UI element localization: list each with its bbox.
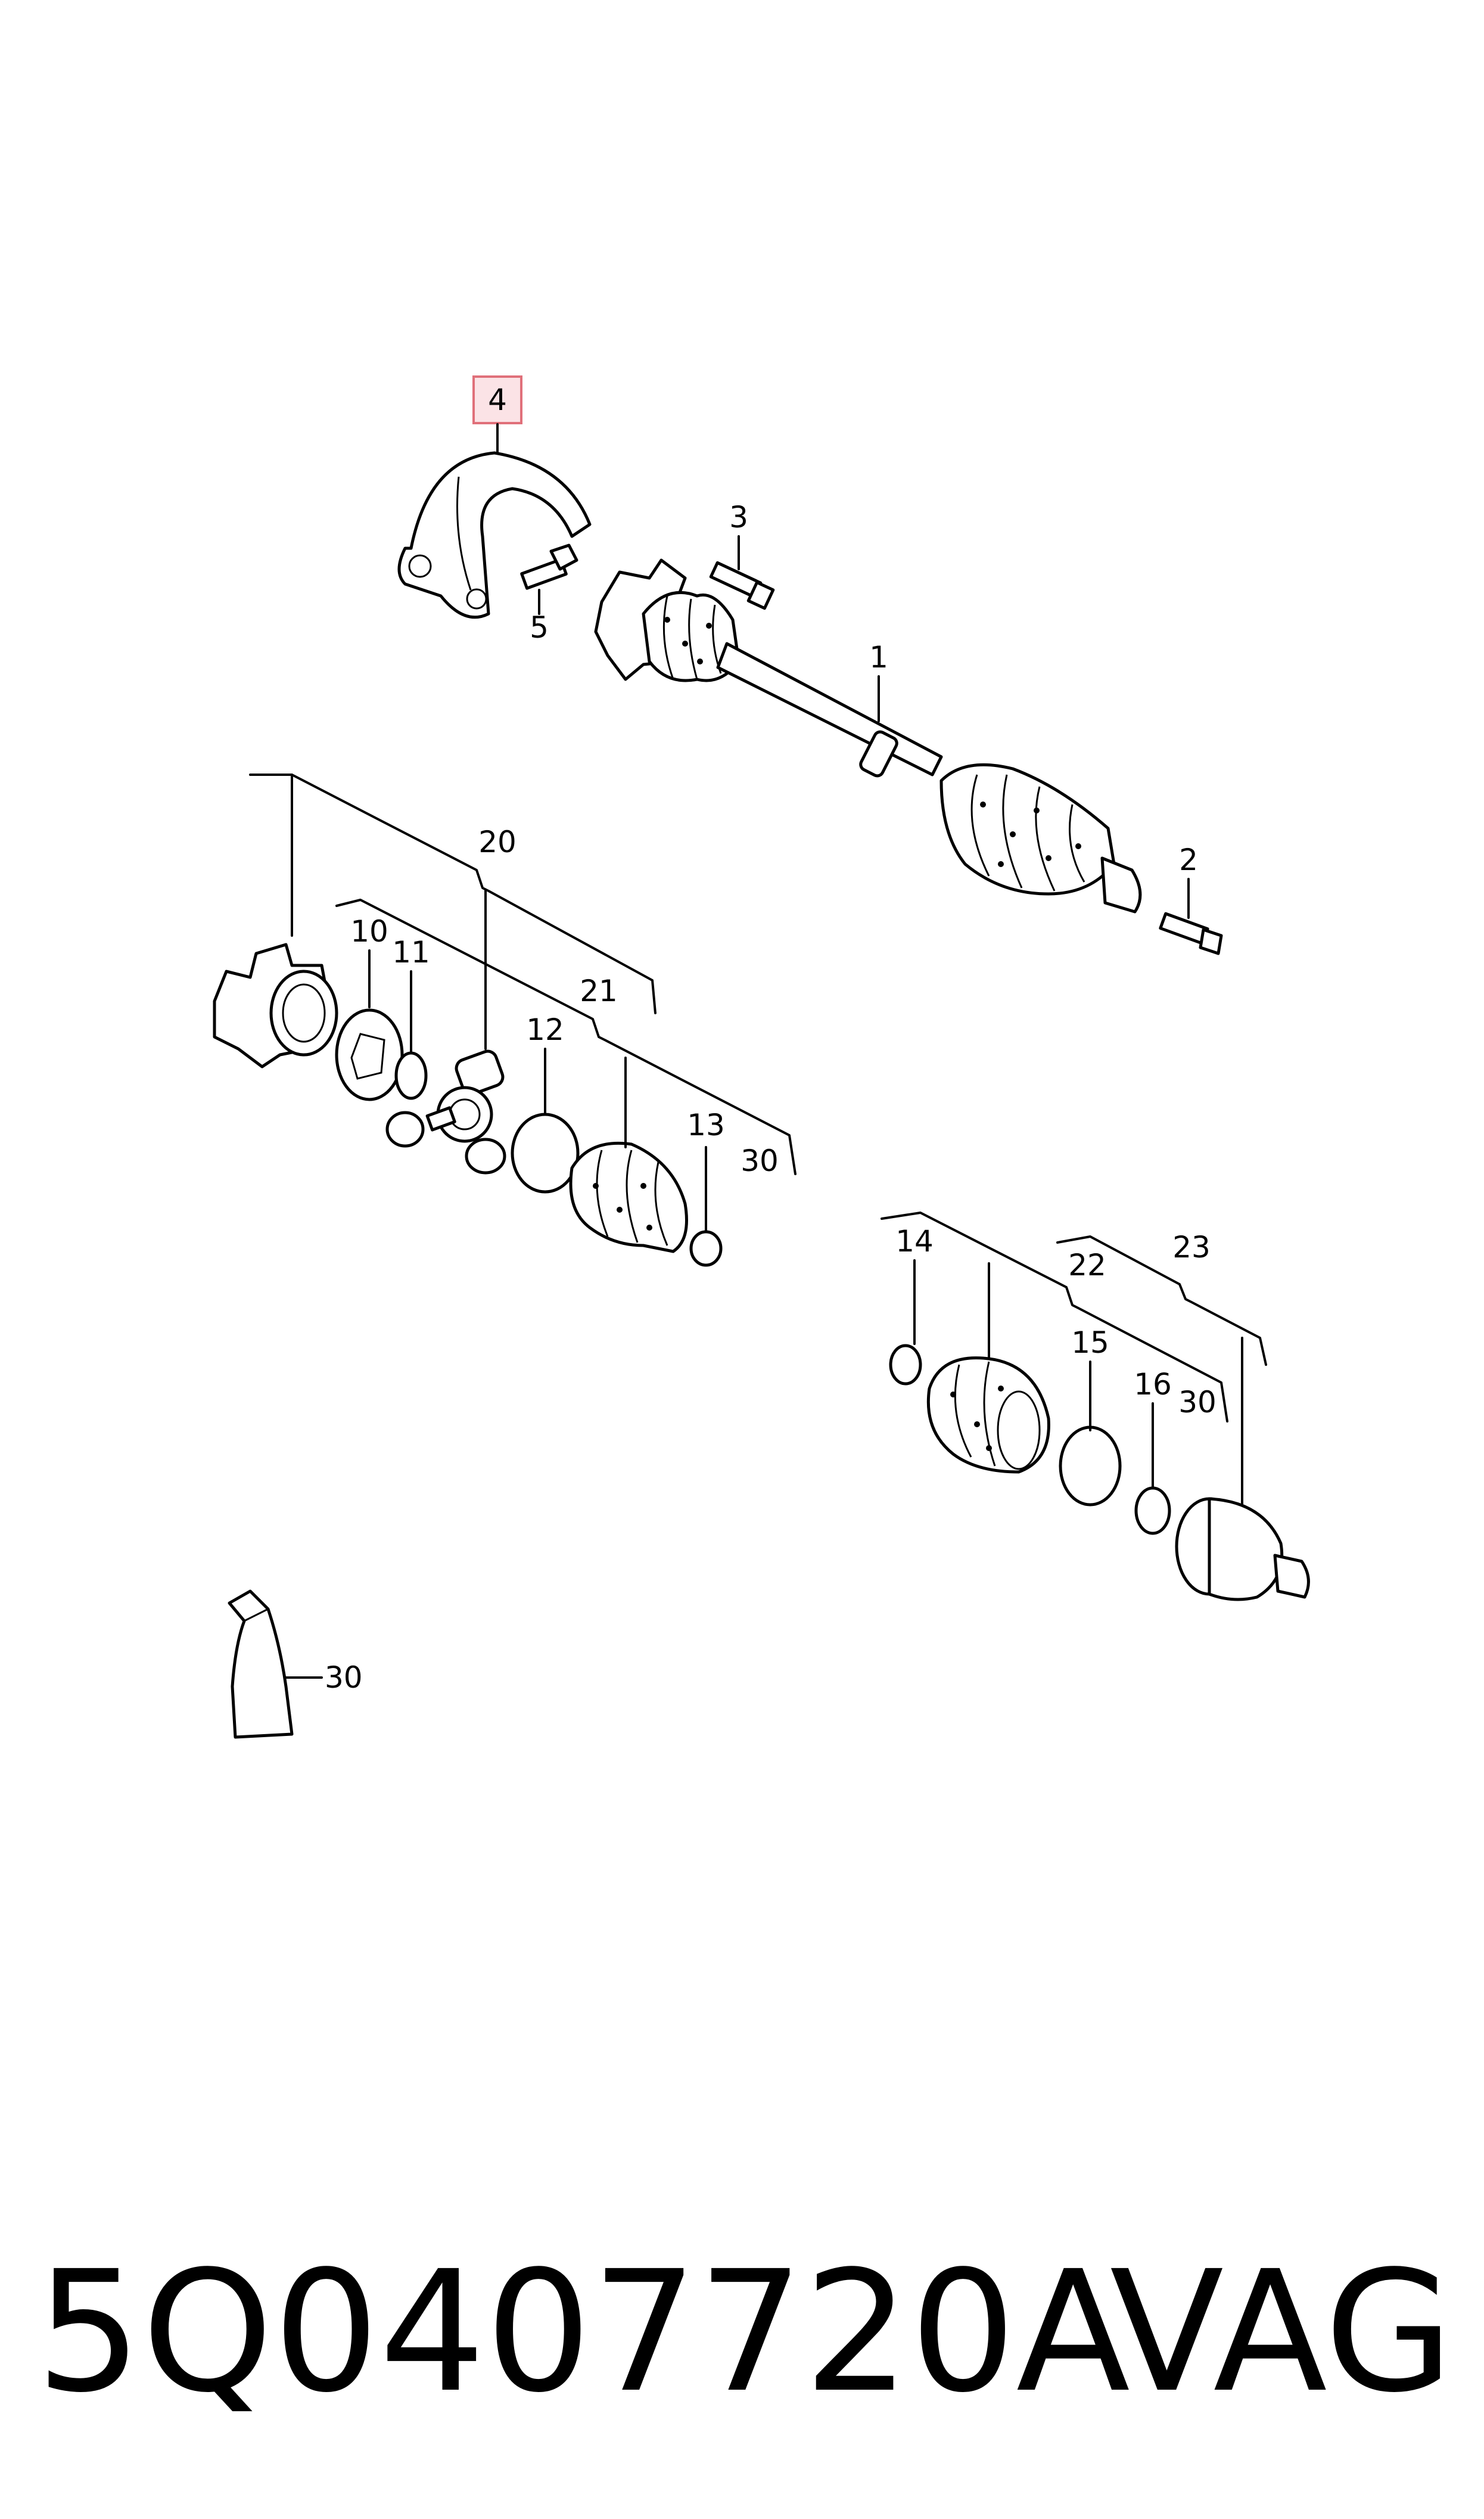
callout-4: 4 <box>488 383 507 417</box>
callout-1: 1 <box>869 640 888 675</box>
clamp-part-12 <box>511 1113 580 1194</box>
brand-name: VAG <box>1110 2235 1454 2430</box>
bolt-part-5 <box>520 543 578 590</box>
outer-boot <box>926 1356 1050 1474</box>
callout-2: 2 <box>1179 843 1198 877</box>
clamp-part-14 <box>889 1344 922 1386</box>
callout-14: 14 <box>895 1224 934 1259</box>
heat-shield-part-4 <box>397 451 592 619</box>
highlight-box-part-4 <box>472 375 522 424</box>
callout-13: 13 <box>687 1108 725 1142</box>
inner-boot <box>569 1141 688 1253</box>
outer-cv-joint <box>1175 1497 1310 1601</box>
callout-21: 21 <box>580 974 618 1008</box>
callout-16: 16 <box>1134 1367 1172 1402</box>
bracket-23 <box>1056 1235 1267 1366</box>
bolt-part-2 <box>1159 912 1223 955</box>
tripod-spider <box>385 1049 506 1175</box>
grease-tube <box>228 1589 294 1739</box>
callout-20: 20 <box>478 825 517 859</box>
callout-11: 11 <box>392 935 430 970</box>
callout-22: 22 <box>1068 1248 1106 1282</box>
joint-housing <box>213 943 338 1069</box>
callout-10: 10 <box>350 914 388 949</box>
tripod-ring-part-10 <box>335 1008 404 1101</box>
circlip-part-11 <box>394 1051 428 1100</box>
bolt-part-3 <box>709 561 775 610</box>
callout-30-b: 30 <box>1178 1385 1217 1420</box>
bracket-22 <box>881 1212 1228 1422</box>
part-number: 5Q0407720A <box>36 2235 1131 2430</box>
clamp-part-15 <box>1059 1425 1122 1507</box>
callout-23: 23 <box>1172 1230 1211 1265</box>
callout-3: 3 <box>729 500 748 535</box>
callout-30-c: 30 <box>325 1660 363 1695</box>
clamp-part-13 <box>689 1230 723 1267</box>
callout-15: 15 <box>1071 1325 1109 1360</box>
callout-12: 12 <box>526 1012 564 1047</box>
drive-shaft-part-1 <box>594 558 1142 914</box>
circlip-part-16 <box>1134 1486 1171 1535</box>
callout-5: 5 <box>530 610 549 645</box>
bracket-21 <box>335 899 797 1175</box>
callout-30-a: 30 <box>741 1144 779 1178</box>
